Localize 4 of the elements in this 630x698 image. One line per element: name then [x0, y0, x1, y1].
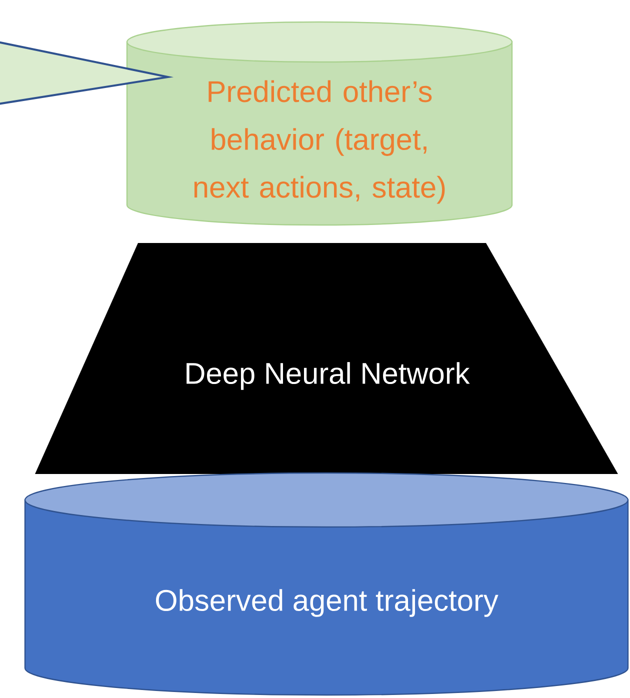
storage-cylinder: Predicted other’s behavior (target, next actions, state): [126, 21, 513, 226]
network-trapezoid: Deep Neural Network: [35, 243, 618, 474]
storage-cylinder: Observed agent trajectory: [24, 472, 629, 696]
callout-shape: [0, 41, 174, 105]
